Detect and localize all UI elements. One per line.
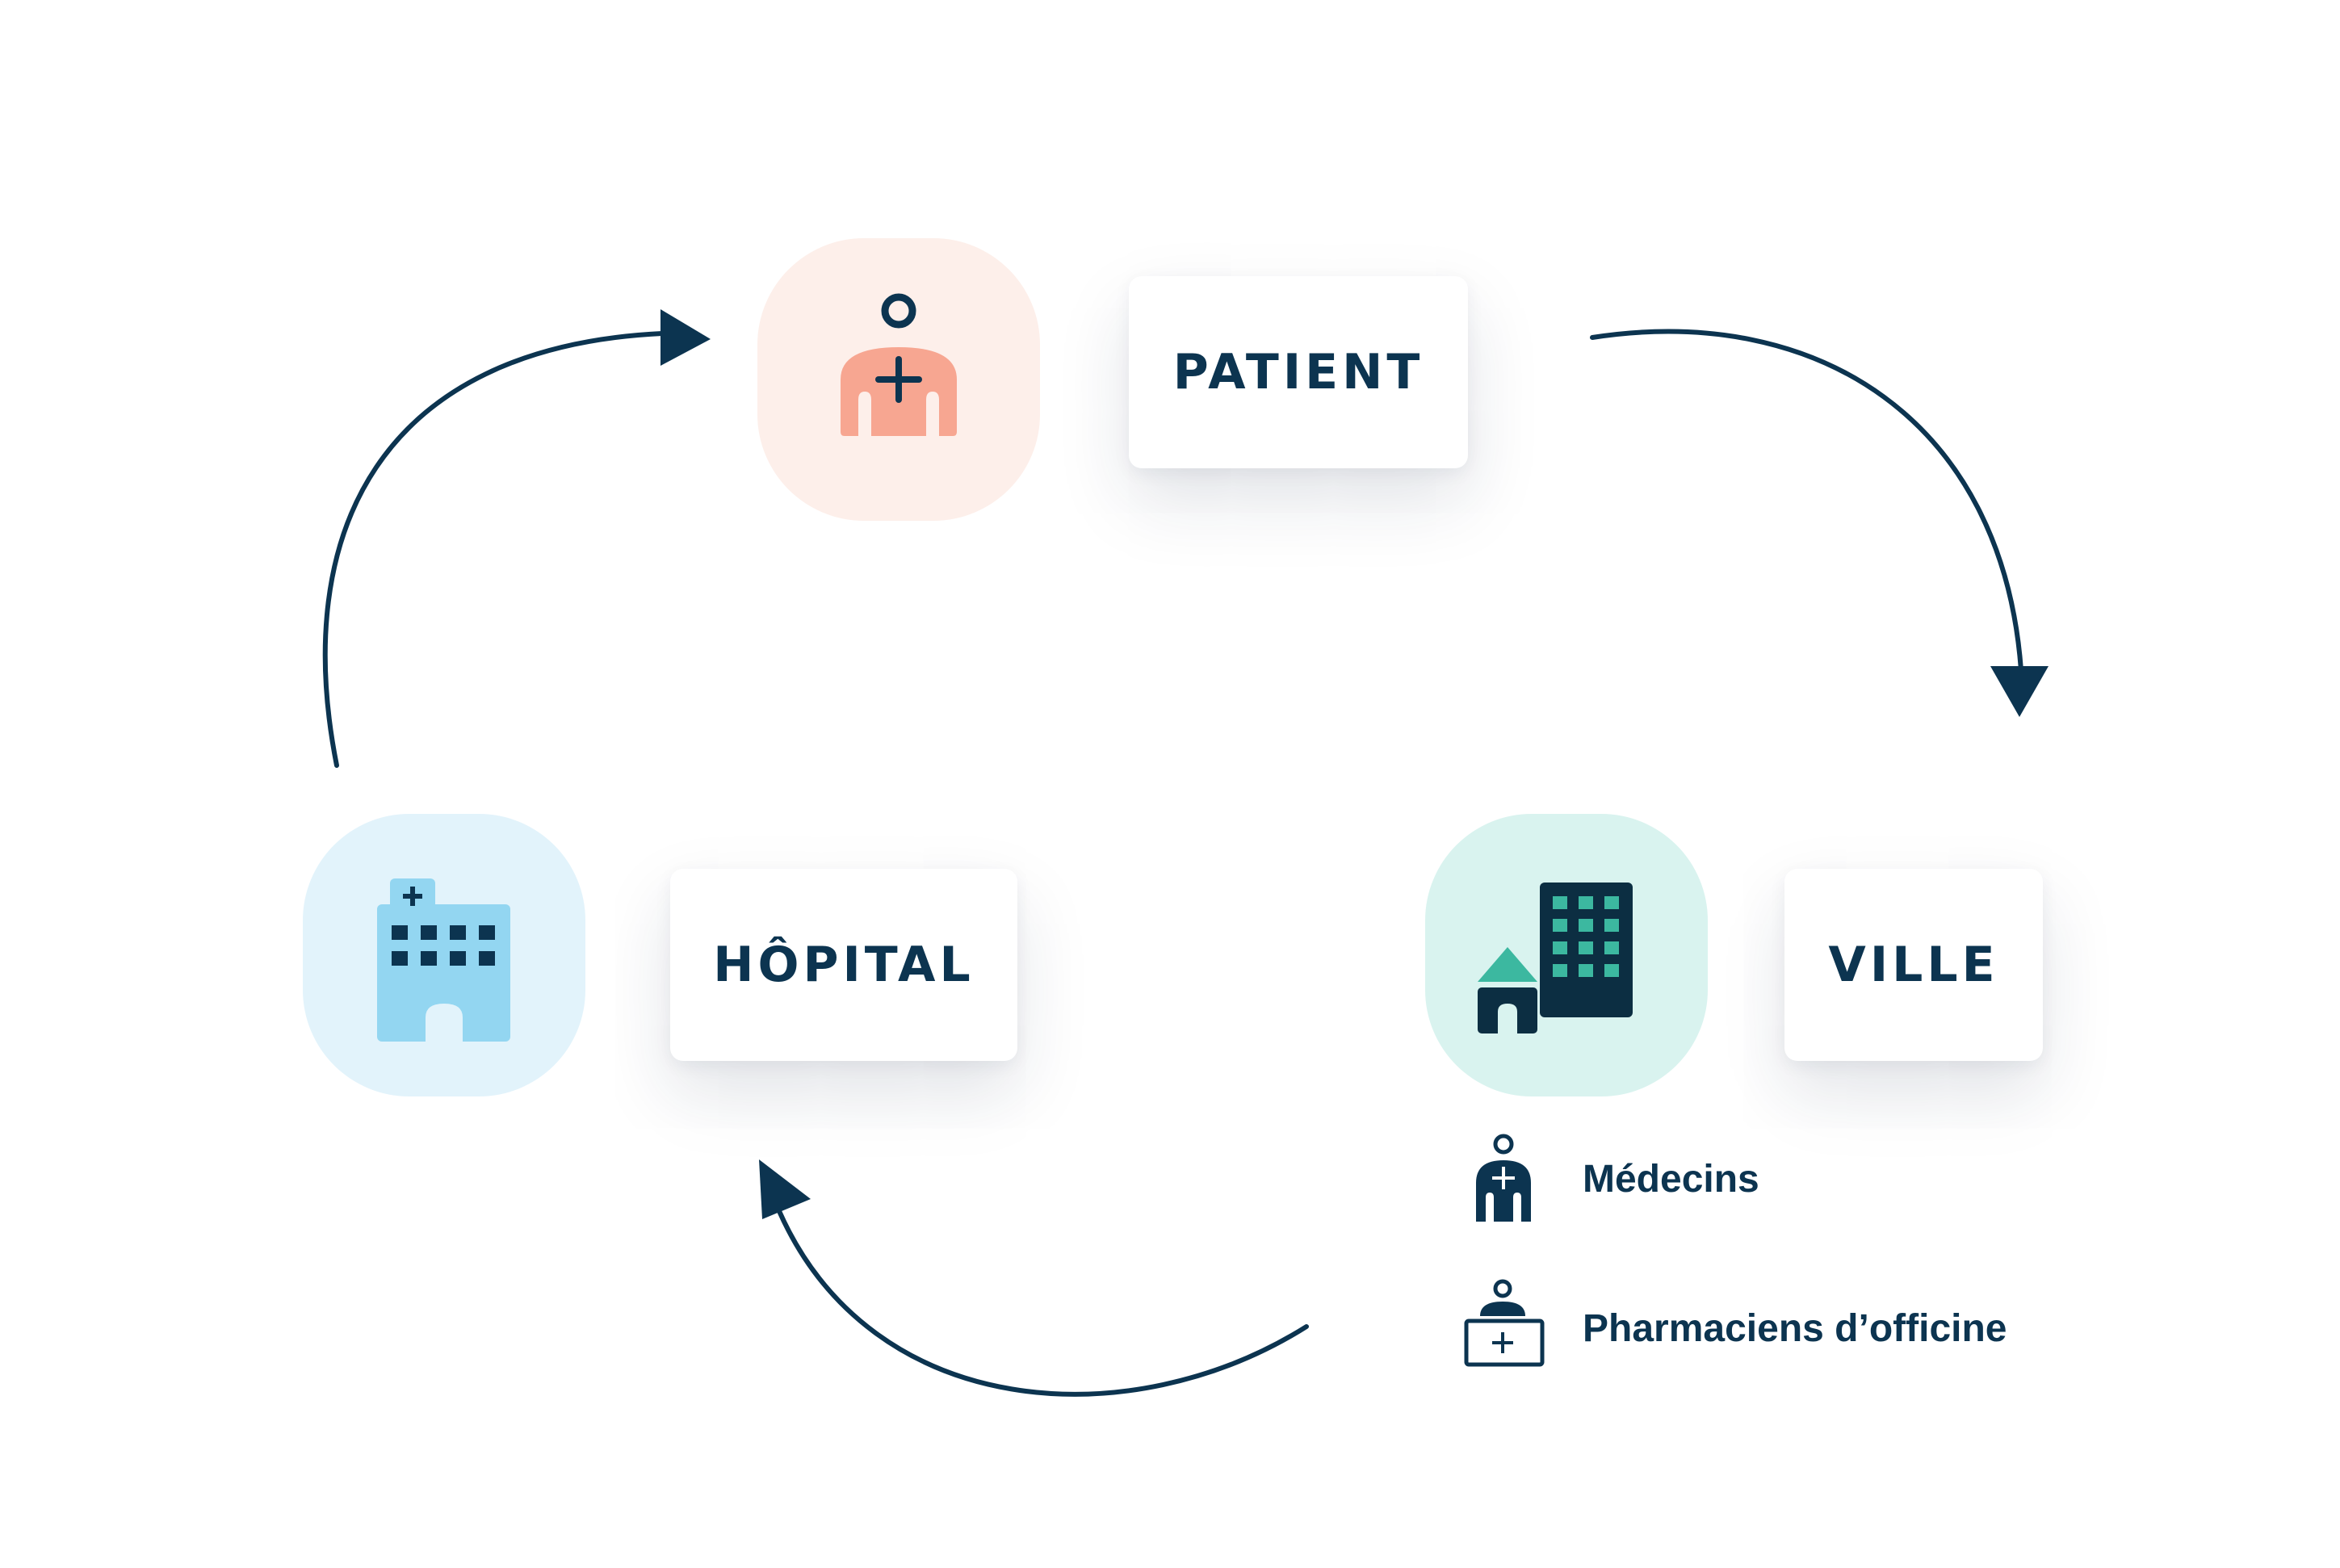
hospital-tile xyxy=(303,814,585,1096)
city-card: VILLE xyxy=(1784,869,2043,1061)
arrowhead-ville xyxy=(1990,666,2049,717)
patient-icon xyxy=(841,293,957,436)
hospital-card: HÔPITAL xyxy=(670,869,1017,1061)
legend-item-pharmacists: Pharmaciens d’officine xyxy=(1453,1276,2007,1381)
hospital-label: HÔPITAL xyxy=(713,937,975,993)
arrowhead-hopital xyxy=(759,1159,811,1219)
city-icon xyxy=(1478,883,1633,1033)
patient-card: PATIENT xyxy=(1129,276,1468,468)
arrow-patient-to-ville xyxy=(1590,329,2023,673)
city-label: VILLE xyxy=(1828,937,1999,993)
legend-label-pharmacists: Pharmaciens d’officine xyxy=(1583,1306,2007,1350)
pharmacist-icon xyxy=(1464,1279,1545,1367)
arrow-hopital-to-patient xyxy=(322,331,665,768)
legend-label-doctors: Médecins xyxy=(1583,1157,1759,1201)
arrowhead-patient xyxy=(660,309,711,366)
hospital-icon xyxy=(377,878,510,1042)
arrow-ville-to-hopital xyxy=(777,1209,1309,1397)
patient-label: PATIENT xyxy=(1172,344,1424,400)
patient-tile xyxy=(757,238,1040,521)
doctor-icon xyxy=(1476,1134,1531,1222)
city-tile xyxy=(1425,814,1708,1096)
legend-item-doctors: Médecins xyxy=(1453,1126,1759,1231)
